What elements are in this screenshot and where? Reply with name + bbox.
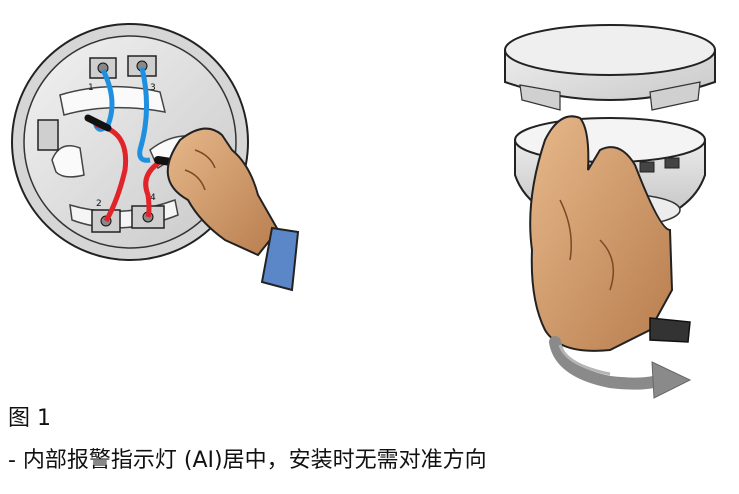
base-wiring-illustration: 1 3 2 4 bbox=[11, 23, 300, 292]
figure-caption: - 内部报警指示灯 (AI)居中，安装时无需对准方向 bbox=[8, 448, 487, 473]
detector-twist-illustration bbox=[504, 24, 716, 352]
installation-figure: 1 3 2 4 bbox=[11, 23, 716, 399]
terminal-label: 2 bbox=[96, 199, 102, 209]
terminal-label: 4 bbox=[150, 193, 156, 203]
rotation-arrow-icon bbox=[549, 336, 692, 399]
figure-label: 图 1 bbox=[8, 406, 51, 431]
terminal-label: 3 bbox=[150, 83, 156, 93]
terminal-label: 1 bbox=[88, 83, 94, 93]
